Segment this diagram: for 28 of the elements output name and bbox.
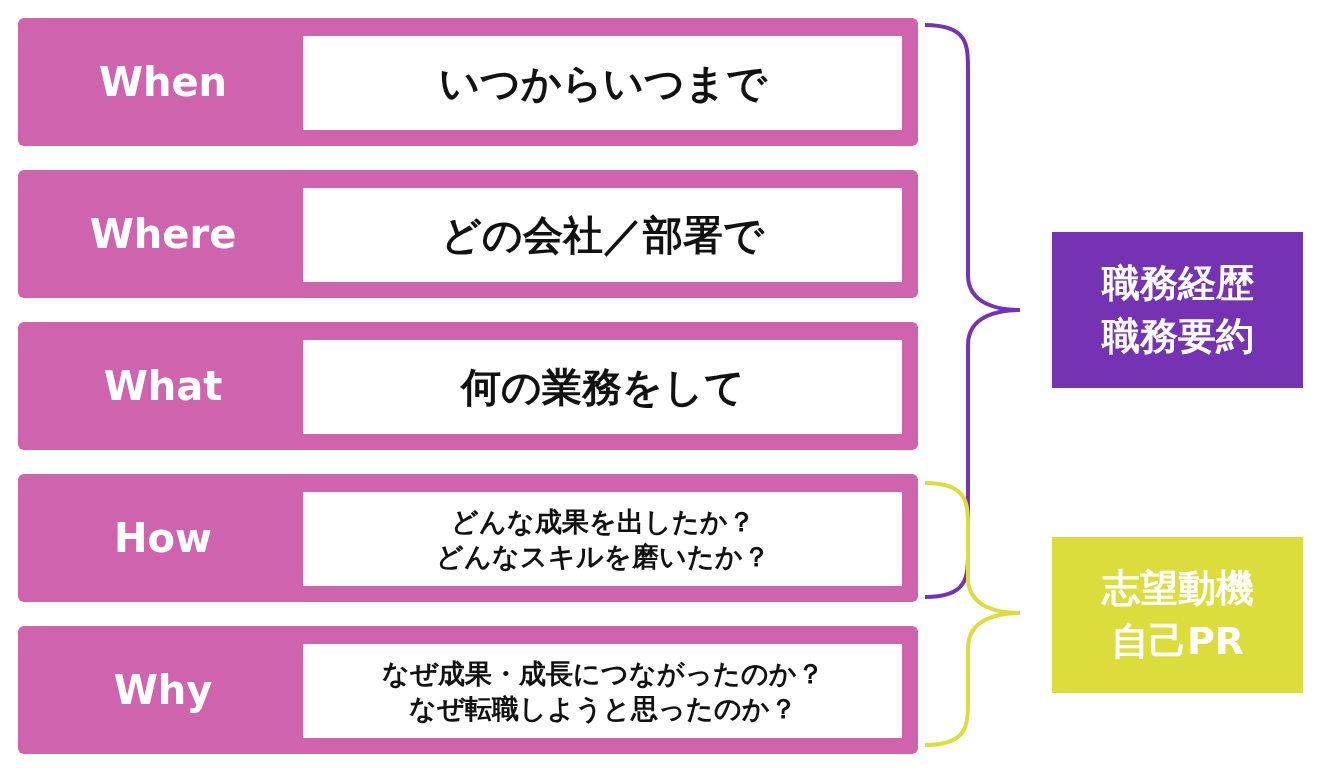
- content-box: [303, 644, 902, 738]
- category-text: 職務経歴: [1101, 259, 1254, 307]
- content-text: いつからいつまで: [438, 59, 767, 108]
- content-text: なぜ転職しようと思ったのか？: [408, 692, 797, 726]
- row-bar: [18, 322, 918, 450]
- category-text: 志望動機: [1101, 564, 1254, 612]
- row-label: Why: [112, 666, 214, 715]
- content-text: 何の業務をして: [460, 363, 745, 412]
- row-bar: [18, 170, 918, 298]
- content-box: [303, 188, 902, 282]
- content-text: どんな成果を出したか？: [450, 504, 755, 539]
- content-box: [303, 36, 902, 130]
- category-text: 職務要約: [1101, 313, 1254, 360]
- row-label: When: [97, 58, 229, 107]
- category-box: [1052, 232, 1303, 388]
- row-label: How: [113, 514, 213, 563]
- content-box: [303, 492, 902, 586]
- category-text: 自己PR: [1110, 618, 1245, 665]
- category-box: [1052, 537, 1303, 693]
- row-label: What: [102, 362, 224, 411]
- content-text: どの会社／部署で: [441, 211, 764, 260]
- row-label: Where: [88, 210, 238, 259]
- row-bar: [18, 474, 918, 602]
- row-bar: [18, 626, 918, 754]
- content-text: なぜ成果・成長につながったのか？: [381, 656, 824, 691]
- content-text: どんなスキルを磨いたか？: [435, 540, 770, 574]
- row-bar: [18, 18, 918, 146]
- content-box: [303, 340, 902, 434]
